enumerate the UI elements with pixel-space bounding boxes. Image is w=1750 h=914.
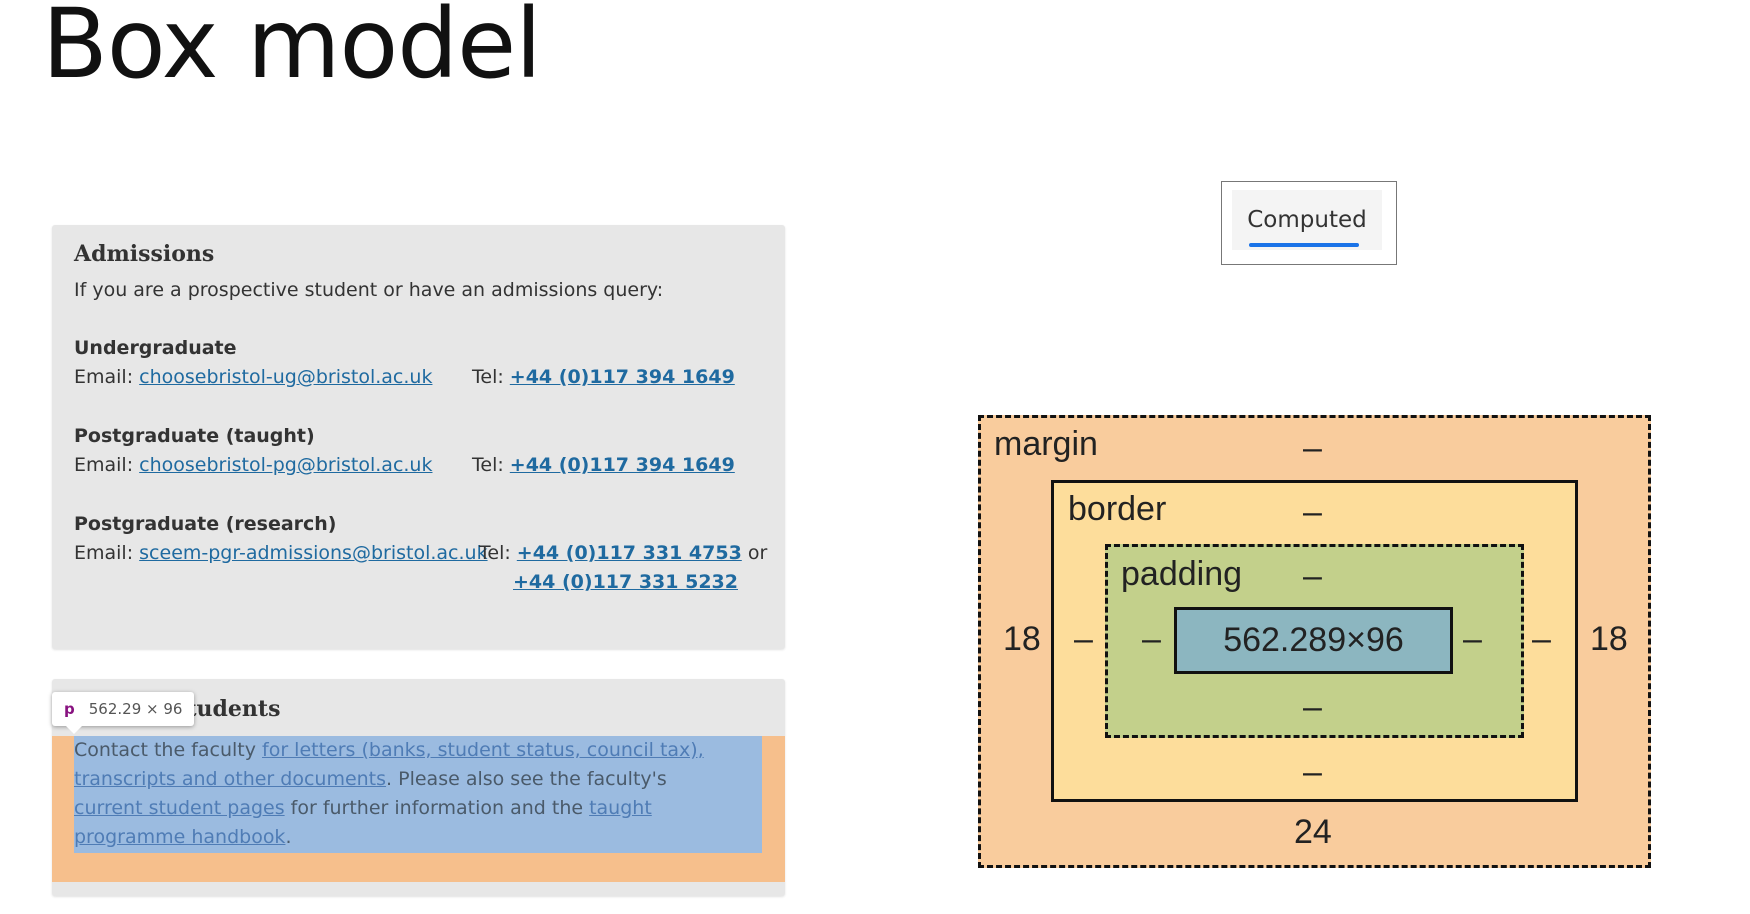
pgr-title: Postgraduate (research) [74, 513, 337, 535]
content-dimensions: 562.289×96 [1223, 621, 1404, 659]
ug-title: Undergraduate [74, 337, 237, 359]
admissions-heading: Admissions [74, 241, 215, 267]
pgt-tel-line: Tel: +44 (0)117 394 1649 [472, 454, 735, 476]
current-students-paragraph: Contact the faculty for letters (banks, … [74, 736, 734, 852]
tooltip-tag: p [64, 700, 75, 718]
border-label: border [1068, 490, 1167, 528]
ug-email-line: Email: choosebristol-ug@bristol.ac.uk [74, 366, 432, 388]
or-text: or [741, 542, 768, 564]
ug-email-link[interactable]: choosebristol-ug@bristol.ac.uk [139, 366, 433, 388]
paragraph-text: . [285, 826, 292, 848]
admissions-intro: If you are a prospective student or have… [74, 279, 664, 301]
pgt-tel-link[interactable]: +44 (0)117 394 1649 [509, 454, 735, 476]
current-student-pages-link[interactable]: current student pages [74, 797, 285, 819]
paragraph-text: for further information and the [284, 797, 590, 819]
handbook-link[interactable]: taught programme handbook [74, 797, 652, 848]
email-label: Email: [74, 454, 140, 476]
padding-label: padding [1121, 555, 1243, 593]
paragraph-text: Contact the faculty [74, 739, 263, 761]
pgr-email-link[interactable]: sceem-pgr-admissions@bristol.ac.uk [139, 542, 488, 564]
ug-tel-link[interactable]: +44 (0)117 394 1649 [509, 366, 735, 388]
tab-computed-label: Computed [1247, 207, 1367, 233]
margin-right-value[interactable]: 18 [1590, 620, 1628, 658]
email-label: Email: [74, 542, 140, 564]
tel-label: Tel: [479, 542, 517, 564]
margin-top-value[interactable]: – [1303, 429, 1322, 467]
border-right-value[interactable]: – [1532, 620, 1551, 658]
element-inspect-tooltip: p 562.29 × 96 [52, 692, 195, 734]
margin-bottom-value[interactable]: 24 [1294, 813, 1332, 851]
border-top-value[interactable]: – [1303, 493, 1322, 531]
letters-link[interactable]: for letters (banks, student status, coun… [74, 739, 704, 790]
margin-left-value[interactable]: 18 [1003, 620, 1041, 658]
padding-top-value[interactable]: – [1303, 557, 1322, 595]
pgt-email-line: Email: choosebristol-pg@bristol.ac.uk [74, 454, 432, 476]
admissions-card: Admissions If you are a prospective stud… [52, 225, 785, 649]
tel-label: Tel: [472, 454, 510, 476]
padding-right-value[interactable]: – [1463, 620, 1482, 658]
pgr-tel-line: Tel: +44 (0)117 331 4753 or [479, 542, 767, 564]
margin-label: margin [994, 425, 1098, 463]
border-left-value[interactable]: – [1074, 620, 1093, 658]
tooltip-dimensions: 562.29 × 96 [88, 700, 183, 718]
slide-title: Box model [42, 0, 542, 100]
tel-label: Tel: [472, 366, 510, 388]
pgt-email-link[interactable]: choosebristol-pg@bristol.ac.uk [139, 454, 433, 476]
tab-computed[interactable]: Computed [1232, 190, 1382, 250]
paragraph-text: . Please also see the faculty's [386, 768, 667, 790]
devtools-tab-bar: Computed [1221, 181, 1397, 265]
pgr-tel-link[interactable]: +44 (0)117 331 4753 [516, 542, 742, 564]
pgr-tel2-line: +44 (0)117 331 5232 [513, 571, 738, 593]
email-label: Email: [74, 366, 140, 388]
pgr-email-line: Email: sceem-pgr-admissions@bristol.ac.u… [74, 542, 488, 564]
active-tab-indicator [1249, 243, 1359, 247]
padding-left-value[interactable]: – [1142, 620, 1161, 658]
pgt-title: Postgraduate (taught) [74, 425, 315, 447]
content-highlight [74, 736, 762, 853]
box-model-content: 562.289×96 [1174, 607, 1453, 674]
border-bottom-value[interactable]: – [1303, 753, 1322, 791]
pgr-tel2-link[interactable]: +44 (0)117 331 5232 [513, 571, 738, 593]
padding-bottom-value[interactable]: – [1303, 688, 1322, 726]
ug-tel-line: Tel: +44 (0)117 394 1649 [472, 366, 735, 388]
